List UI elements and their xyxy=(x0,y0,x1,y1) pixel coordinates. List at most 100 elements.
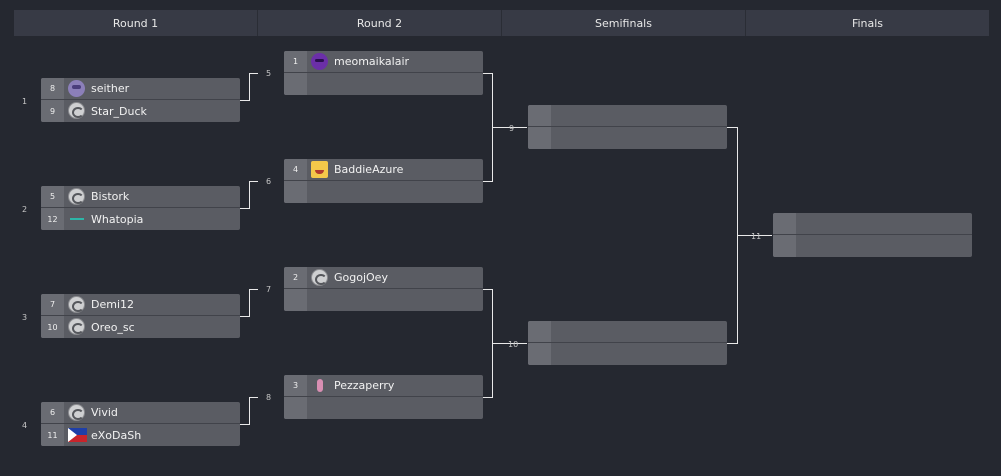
match-number: 8 xyxy=(266,393,272,402)
seed xyxy=(284,181,307,203)
player-slot[interactable]: 12 Whatopia xyxy=(41,208,240,230)
connector-line xyxy=(249,289,258,290)
match-7[interactable]: 2 GogojOey xyxy=(284,267,483,311)
round-1-header: Round 1 xyxy=(14,10,258,36)
seed xyxy=(284,289,307,311)
empty-slot[interactable] xyxy=(528,127,727,149)
seed: 11 xyxy=(41,424,64,446)
default-logo-icon xyxy=(68,296,85,313)
connector-line xyxy=(249,181,250,209)
player-slot[interactable]: 4 BaddieAzure xyxy=(284,159,483,181)
pink-avatar-icon xyxy=(311,377,328,394)
default-logo-icon xyxy=(68,404,85,421)
purple-avatar-icon xyxy=(311,53,328,70)
match-number: 3 xyxy=(22,313,28,322)
player-slot[interactable]: 11 eXoDaSh xyxy=(41,424,240,446)
match-number: 5 xyxy=(266,69,272,78)
connector-line xyxy=(492,127,527,128)
seed: 1 xyxy=(284,51,307,72)
connector-line xyxy=(249,397,250,425)
match-number: 4 xyxy=(22,421,28,430)
seed xyxy=(773,213,796,234)
connector-line xyxy=(483,289,492,290)
connector-line xyxy=(240,424,249,425)
player-name: GogojOey xyxy=(334,271,388,284)
match-number: 7 xyxy=(266,285,272,294)
connector-line xyxy=(483,181,492,182)
player-slot[interactable]: 1 meomaikalair xyxy=(284,51,483,73)
smiley-avatar-icon xyxy=(311,161,328,178)
default-logo-icon xyxy=(68,318,85,335)
empty-slot[interactable] xyxy=(284,289,483,311)
connector-line xyxy=(249,289,250,317)
empty-slot[interactable] xyxy=(284,181,483,203)
player-slot[interactable]: 9 Star_Duck xyxy=(41,100,240,122)
seed: 8 xyxy=(41,78,64,99)
connector-line xyxy=(727,127,737,128)
player-name: Pezzaperry xyxy=(334,379,395,392)
seed: 6 xyxy=(41,402,64,423)
match-number: 2 xyxy=(22,205,28,214)
connector-line xyxy=(737,235,772,236)
seed xyxy=(528,127,551,149)
seed: 9 xyxy=(41,100,64,122)
seed xyxy=(528,321,551,342)
empty-slot[interactable] xyxy=(284,73,483,95)
round-2-header: Round 2 xyxy=(258,10,502,36)
player-name: seither xyxy=(91,82,130,95)
match-4[interactable]: 6 Vivid 11 eXoDaSh xyxy=(41,402,240,446)
connector-line xyxy=(249,397,258,398)
connector-line xyxy=(240,100,249,101)
match-2[interactable]: 5 Bistork 12 Whatopia xyxy=(41,186,240,230)
seed: 2 xyxy=(284,267,307,288)
match-6[interactable]: 4 BaddieAzure xyxy=(284,159,483,203)
empty-slot[interactable] xyxy=(528,105,727,127)
player-slot[interactable]: 5 Bistork xyxy=(41,186,240,208)
match-8[interactable]: 3 Pezzaperry xyxy=(284,375,483,419)
connector-line xyxy=(727,343,737,344)
player-name: Whatopia xyxy=(91,212,144,226)
connector-line xyxy=(492,343,527,344)
philippines-flag-icon xyxy=(68,428,87,442)
player-name: Star_Duck xyxy=(91,104,147,118)
player-slot[interactable]: 8 seither xyxy=(41,78,240,100)
seed: 10 xyxy=(41,316,64,338)
empty-slot[interactable] xyxy=(284,397,483,419)
semifinals-header: Semifinals xyxy=(502,10,746,36)
seed: 3 xyxy=(284,375,307,396)
player-name: Vivid xyxy=(91,406,118,419)
player-slot[interactable]: 7 Demi12 xyxy=(41,294,240,316)
player-name: Oreo_sc xyxy=(91,320,135,334)
rounds-header: Round 1 Round 2 Semifinals Finals xyxy=(14,10,989,36)
player-slot[interactable]: 6 Vivid xyxy=(41,402,240,424)
match-11[interactable] xyxy=(773,213,972,257)
player-slot[interactable]: 2 GogojOey xyxy=(284,267,483,289)
seed xyxy=(528,343,551,365)
match-9[interactable] xyxy=(528,105,727,149)
match-3[interactable]: 7 Demi12 10 Oreo_sc xyxy=(41,294,240,338)
empty-slot[interactable] xyxy=(528,343,727,365)
connector-line xyxy=(483,397,492,398)
empty-slot[interactable] xyxy=(528,321,727,343)
match-10[interactable] xyxy=(528,321,727,365)
player-name: Demi12 xyxy=(91,298,135,311)
connector-line xyxy=(240,316,249,317)
match-5[interactable]: 1 meomaikalair xyxy=(284,51,483,95)
match-number: 6 xyxy=(266,177,272,186)
default-logo-icon xyxy=(68,188,85,205)
match-number: 11 xyxy=(751,232,762,241)
seed xyxy=(284,397,307,419)
seed xyxy=(284,73,307,95)
player-slot[interactable]: 10 Oreo_sc xyxy=(41,316,240,338)
match-1[interactable]: 8 seither 9 Star_Duck xyxy=(41,78,240,122)
player-name: Bistork xyxy=(91,190,130,203)
default-logo-icon xyxy=(311,269,328,286)
player-slot[interactable]: 3 Pezzaperry xyxy=(284,375,483,397)
player-name: meomaikalair xyxy=(334,55,410,68)
empty-slot[interactable] xyxy=(773,235,972,257)
empty-slot[interactable] xyxy=(773,213,972,235)
player-name: BaddieAzure xyxy=(334,163,404,176)
match-number: 1 xyxy=(22,97,28,106)
seed: 7 xyxy=(41,294,64,315)
seed: 5 xyxy=(41,186,64,207)
